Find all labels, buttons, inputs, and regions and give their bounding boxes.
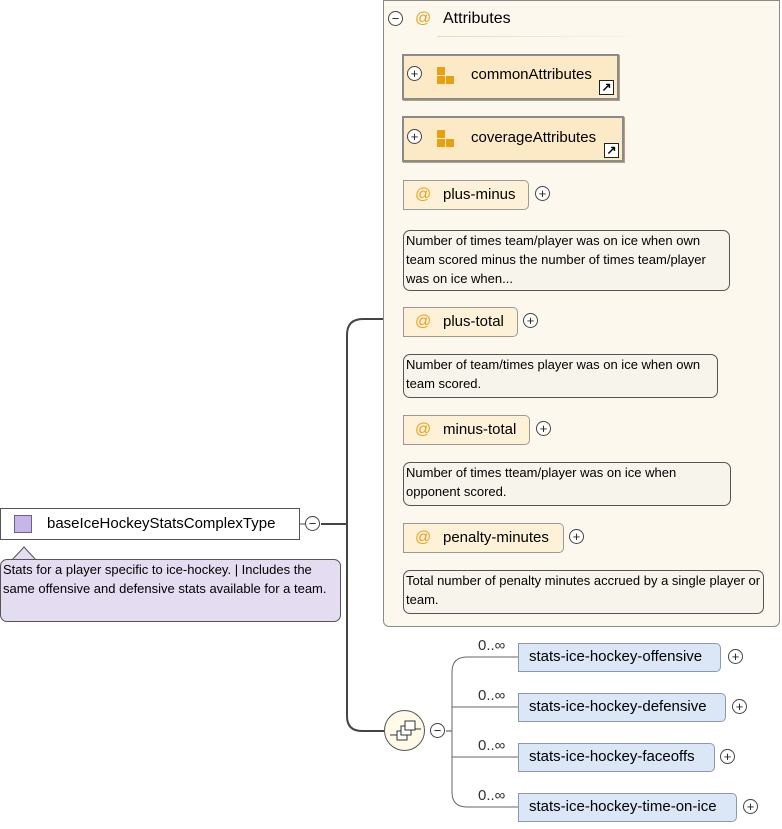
attribute-plus-minus-label: plus-minus xyxy=(443,186,516,203)
attribute-at-icon: @ xyxy=(415,186,432,203)
element-stats-ice-hockey-faceoffs[interactable] xyxy=(518,743,715,772)
attributes-at-icon: @ xyxy=(415,10,432,27)
attributes-title-divider xyxy=(437,36,655,37)
link-arrow-icon[interactable]: ↗ xyxy=(599,80,614,95)
attribute-minus-total-label: minus-total xyxy=(443,421,517,438)
element-stats-ice-hockey-time-on-ice-expand-button[interactable]: + xyxy=(743,799,758,814)
element-stats-ice-hockey-offensive-label: stats-ice-hockey-offensive xyxy=(529,648,703,665)
complex-type-icon xyxy=(14,515,32,533)
complex-type-node[interactable] xyxy=(0,508,300,540)
element-stats-ice-hockey-time-on-ice[interactable] xyxy=(518,793,737,822)
attribute-penalty-minutes[interactable] xyxy=(403,523,564,553)
complex-type-doc: Stats for a player specific to ice-hocke… xyxy=(0,559,341,622)
attribute-penalty-minutes-expand-button[interactable]: + xyxy=(569,529,584,544)
attribute-plus-total-doc: Number of team/times player was on ice w… xyxy=(403,354,718,398)
element-cardinality: 0..∞ xyxy=(478,787,506,804)
attribute-plus-total[interactable] xyxy=(403,307,518,337)
attribute-plus-minus-expand-button[interactable]: + xyxy=(535,186,550,201)
attribute-at-icon: @ xyxy=(415,529,432,546)
attribute-plus-total-label: plus-total xyxy=(443,313,504,330)
group-common-attributes-label: commonAttributes xyxy=(471,66,592,83)
attribute-penalty-minutes-doc: Total number of penalty minutes accrued … xyxy=(403,570,764,614)
element-stats-ice-hockey-defensive-expand-button[interactable]: + xyxy=(732,699,747,714)
element-stats-ice-hockey-offensive-expand-button[interactable]: + xyxy=(728,649,743,664)
attribute-minus-total[interactable] xyxy=(403,415,530,445)
element-stats-ice-hockey-offensive[interactable] xyxy=(518,643,721,672)
sequence-collapse-button[interactable]: − xyxy=(430,723,445,738)
attributes-collapse-button[interactable]: − xyxy=(388,11,403,26)
attribute-minus-total-doc: Number of times tteam/player was on ice … xyxy=(403,462,731,506)
link-arrow-icon[interactable]: ↗ xyxy=(604,143,619,158)
attribute-plus-minus[interactable] xyxy=(403,180,529,210)
attributes-title: Attributes xyxy=(443,10,511,27)
element-stats-ice-hockey-faceoffs-label: stats-ice-hockey-faceoffs xyxy=(529,748,695,765)
attribute-group-icon xyxy=(437,67,455,85)
attribute-plus-minus-doc: Number of times team/player was on ice w… xyxy=(403,230,730,291)
group-coverage-attributes-label: coverageAttributes xyxy=(471,129,597,146)
attribute-minus-total-expand-button[interactable]: + xyxy=(536,421,551,436)
element-stats-ice-hockey-faceoffs-expand-button[interactable]: + xyxy=(720,749,735,764)
attribute-penalty-minutes-label: penalty-minutes xyxy=(443,529,549,546)
attribute-at-icon: @ xyxy=(415,421,432,438)
complex-type-collapse-button[interactable]: − xyxy=(305,516,320,531)
element-stats-ice-hockey-defensive[interactable] xyxy=(518,693,726,722)
element-cardinality: 0..∞ xyxy=(478,687,506,704)
element-stats-ice-hockey-time-on-ice-label: stats-ice-hockey-time-on-ice xyxy=(529,798,717,815)
sequence-compositor[interactable] xyxy=(384,710,425,751)
attribute-at-icon: @ xyxy=(415,313,432,330)
group-coverage-attributes-expand-button[interactable]: + xyxy=(407,129,422,144)
sequence-icon xyxy=(390,720,421,741)
attribute-group-icon xyxy=(437,130,455,148)
element-cardinality: 0..∞ xyxy=(478,737,506,754)
element-stats-ice-hockey-defensive-label: stats-ice-hockey-defensive xyxy=(529,698,707,715)
element-cardinality: 0..∞ xyxy=(478,637,506,654)
group-common-attributes-expand-button[interactable]: + xyxy=(407,66,422,81)
attribute-plus-total-expand-button[interactable]: + xyxy=(523,313,538,328)
complex-type-name: baseIceHockeyStatsComplexType xyxy=(47,515,276,532)
